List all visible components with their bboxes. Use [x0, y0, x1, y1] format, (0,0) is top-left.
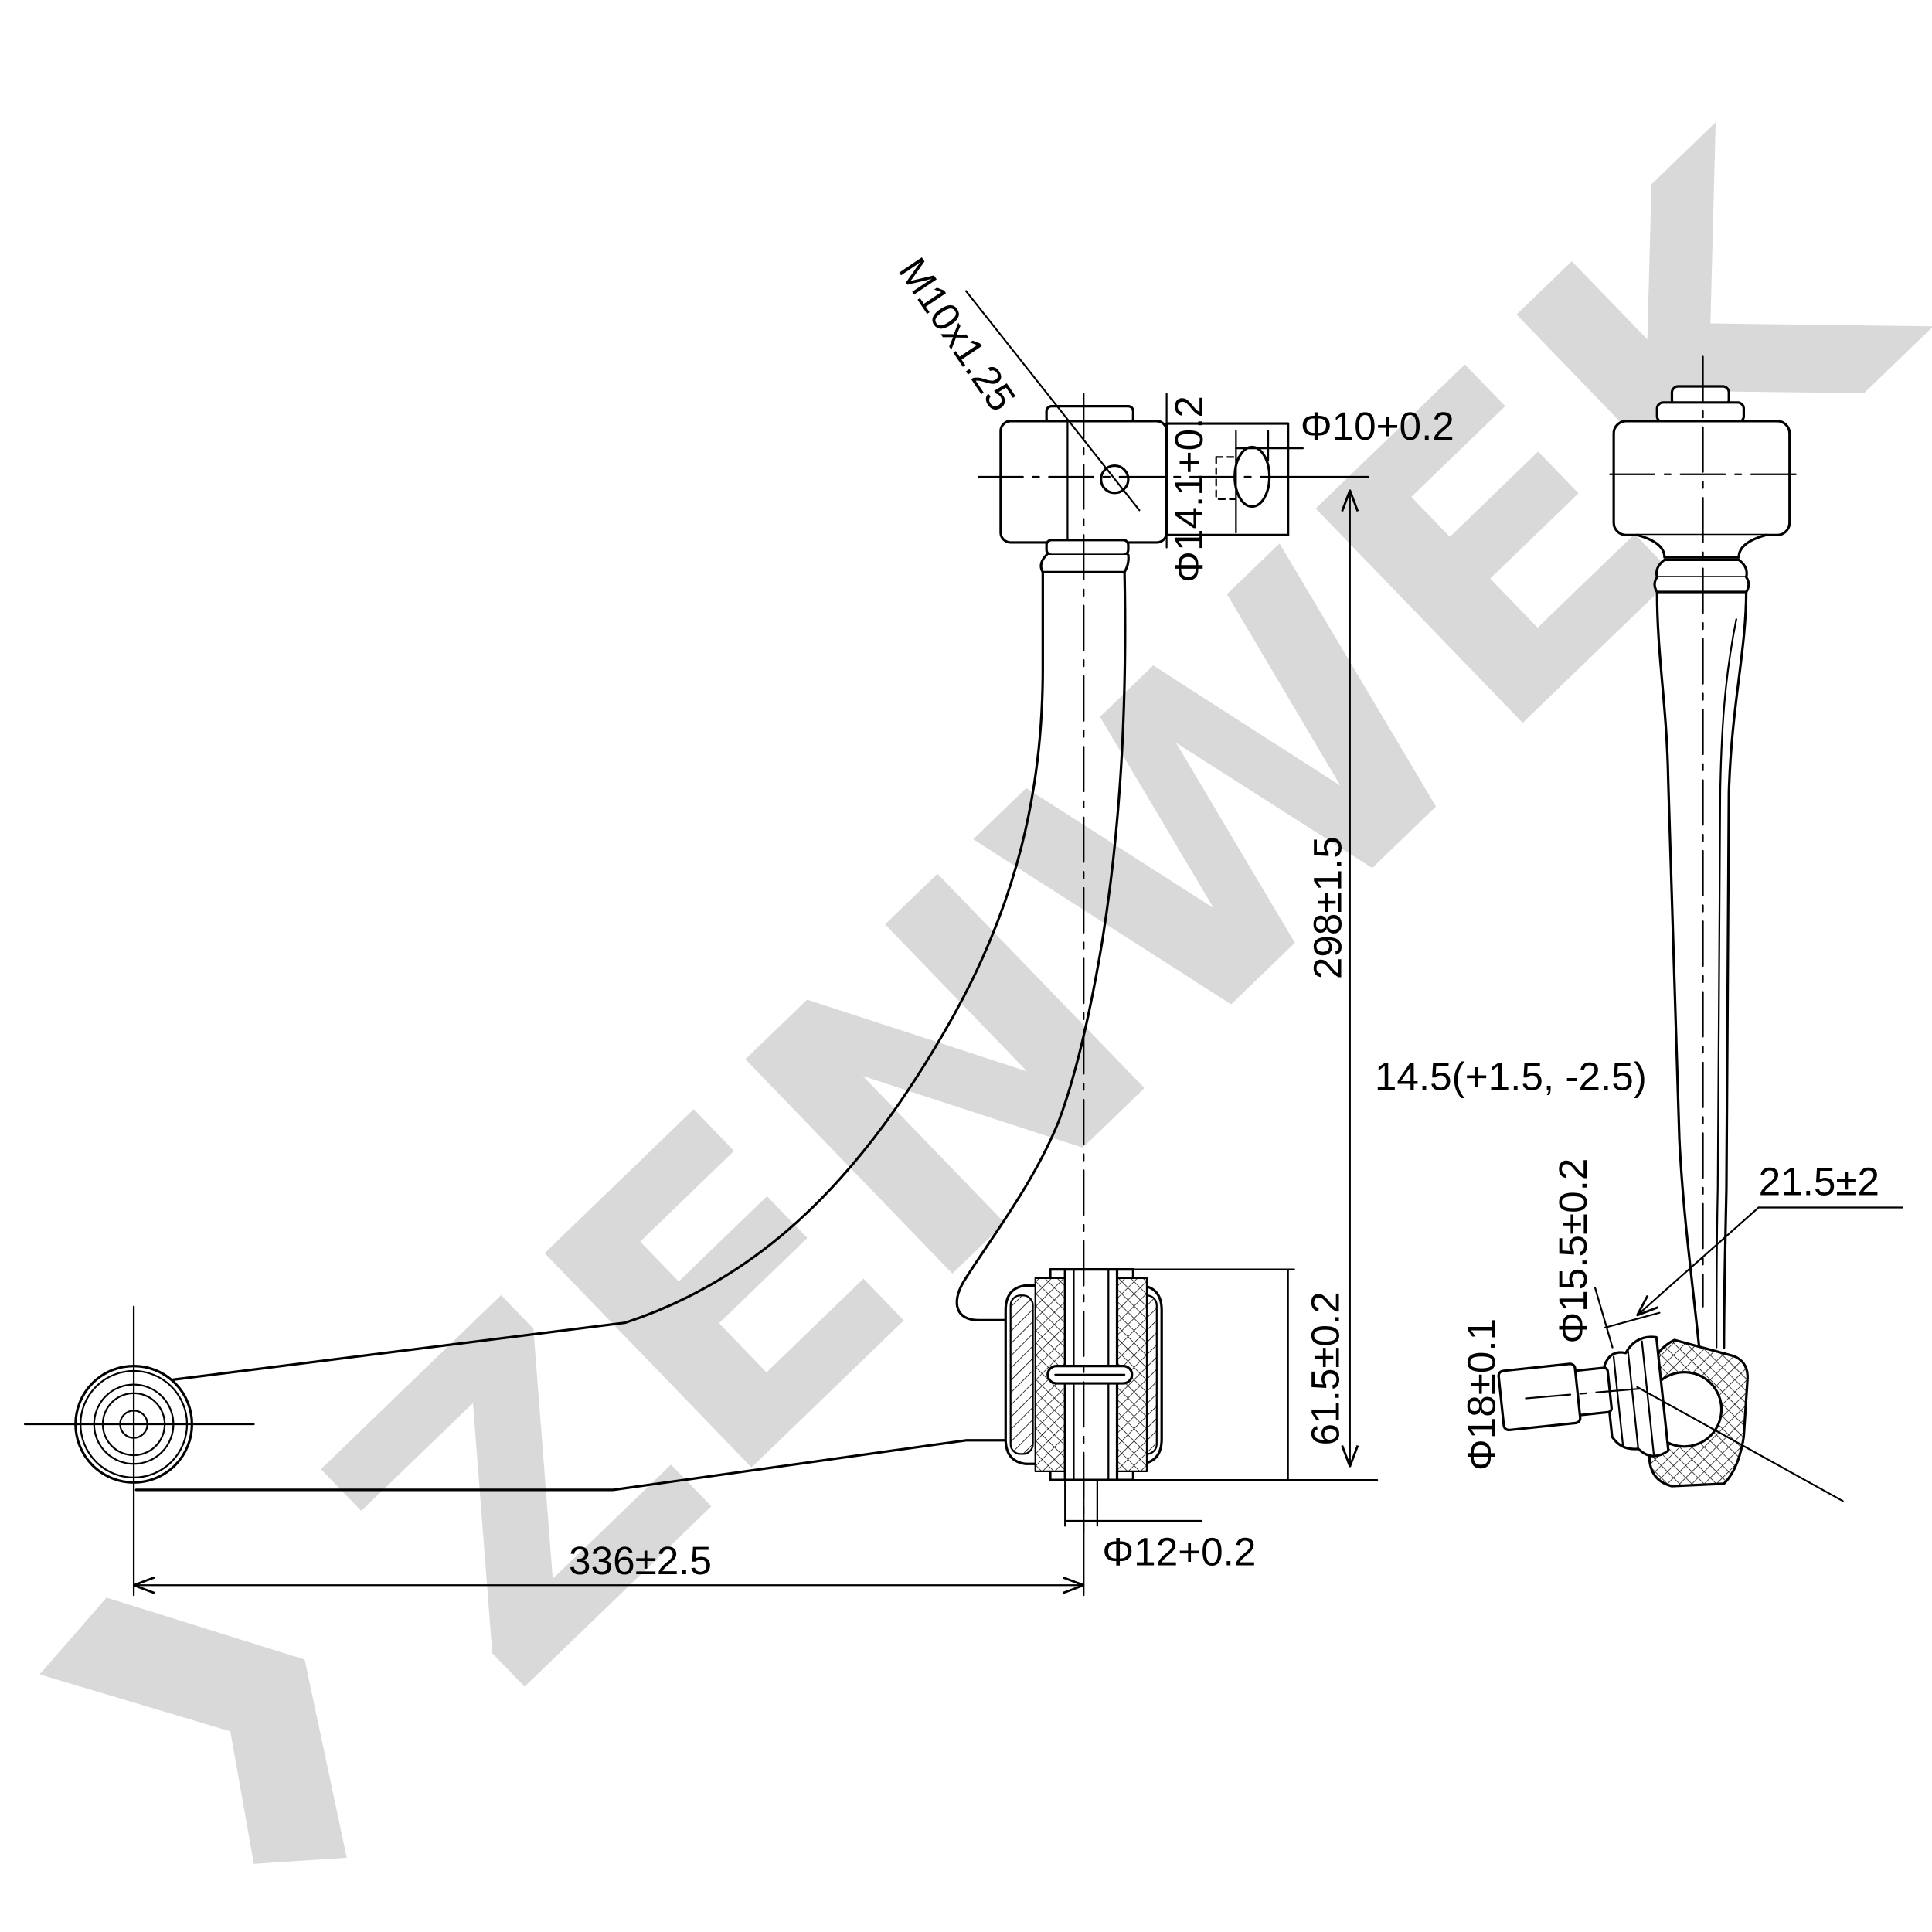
- offset-label: 14.5(+1.5, -2.5): [1375, 1054, 1647, 1098]
- side-top-cap: [1655, 401, 1746, 424]
- bore-hidden-outline: [1215, 456, 1240, 500]
- watermark: ZENWEK: [39, 51, 1932, 1864]
- length-label: 336±2.5: [569, 1539, 712, 1583]
- boot-extension-line: [1604, 1311, 1661, 1329]
- ball-stud-assembly: [1497, 1335, 1670, 1458]
- upper-bushing-collar: [1045, 539, 1130, 556]
- mounting-flange: [1165, 393, 1304, 549]
- arm-inner-edge: [955, 570, 1127, 1321]
- dimension-labels: M10x1.25 Φ14.1+0.2 Φ10+0.2 298±1.5 14.5(…: [569, 250, 1879, 1583]
- arm-neck: [1039, 553, 1130, 573]
- side-arm-inner-edge: [1716, 618, 1737, 1349]
- ball-joint: [1497, 1335, 1844, 1502]
- watermark-text: ZENWEK: [248, 51, 1932, 1769]
- boot-dimension-line: [1594, 1287, 1614, 1349]
- ball-stud-axis: [1525, 1387, 1648, 1400]
- side-neck: [1635, 533, 1767, 559]
- arm-lower-edge: [134, 1439, 1007, 1492]
- bushing-bore-label: Φ12+0.2: [1102, 1530, 1256, 1574]
- stud-diameter-label: Φ18±0.1: [1459, 1318, 1503, 1471]
- lower-bushing-shell-left: [1009, 1294, 1034, 1455]
- thread-leader: [964, 290, 1141, 512]
- boot-diameter-label: Φ15.5±0.2: [1551, 1158, 1595, 1344]
- watermark-chevron: [39, 1597, 347, 1864]
- slot-bore-label: Φ10+0.2: [1301, 404, 1454, 448]
- side-bushing-housing: [1612, 420, 1791, 536]
- side-view: [1497, 355, 1903, 1502]
- bushing-width-label: 61.5±0.2: [1303, 1291, 1347, 1445]
- ball-joint-leader: [1636, 1386, 1844, 1502]
- ball-offset-label: 21.5±2: [1759, 1159, 1879, 1203]
- front-view: [23, 290, 1379, 1597]
- ball-offset-leader: [1638, 1206, 1760, 1315]
- height-label: 298±1.5: [1306, 836, 1350, 979]
- boot-folds: [1612, 1340, 1655, 1456]
- side-arm-right-edge: [1723, 590, 1748, 1349]
- side-arm-left-edge: [1655, 590, 1701, 1349]
- side-collar: [1655, 558, 1748, 579]
- side-collar-lower: [1653, 576, 1750, 594]
- flange-bore-label: Φ14.1+0.2: [1167, 396, 1211, 583]
- arm-upper-edge: [172, 570, 1044, 1381]
- thread-label: M10x1.25: [890, 250, 1024, 420]
